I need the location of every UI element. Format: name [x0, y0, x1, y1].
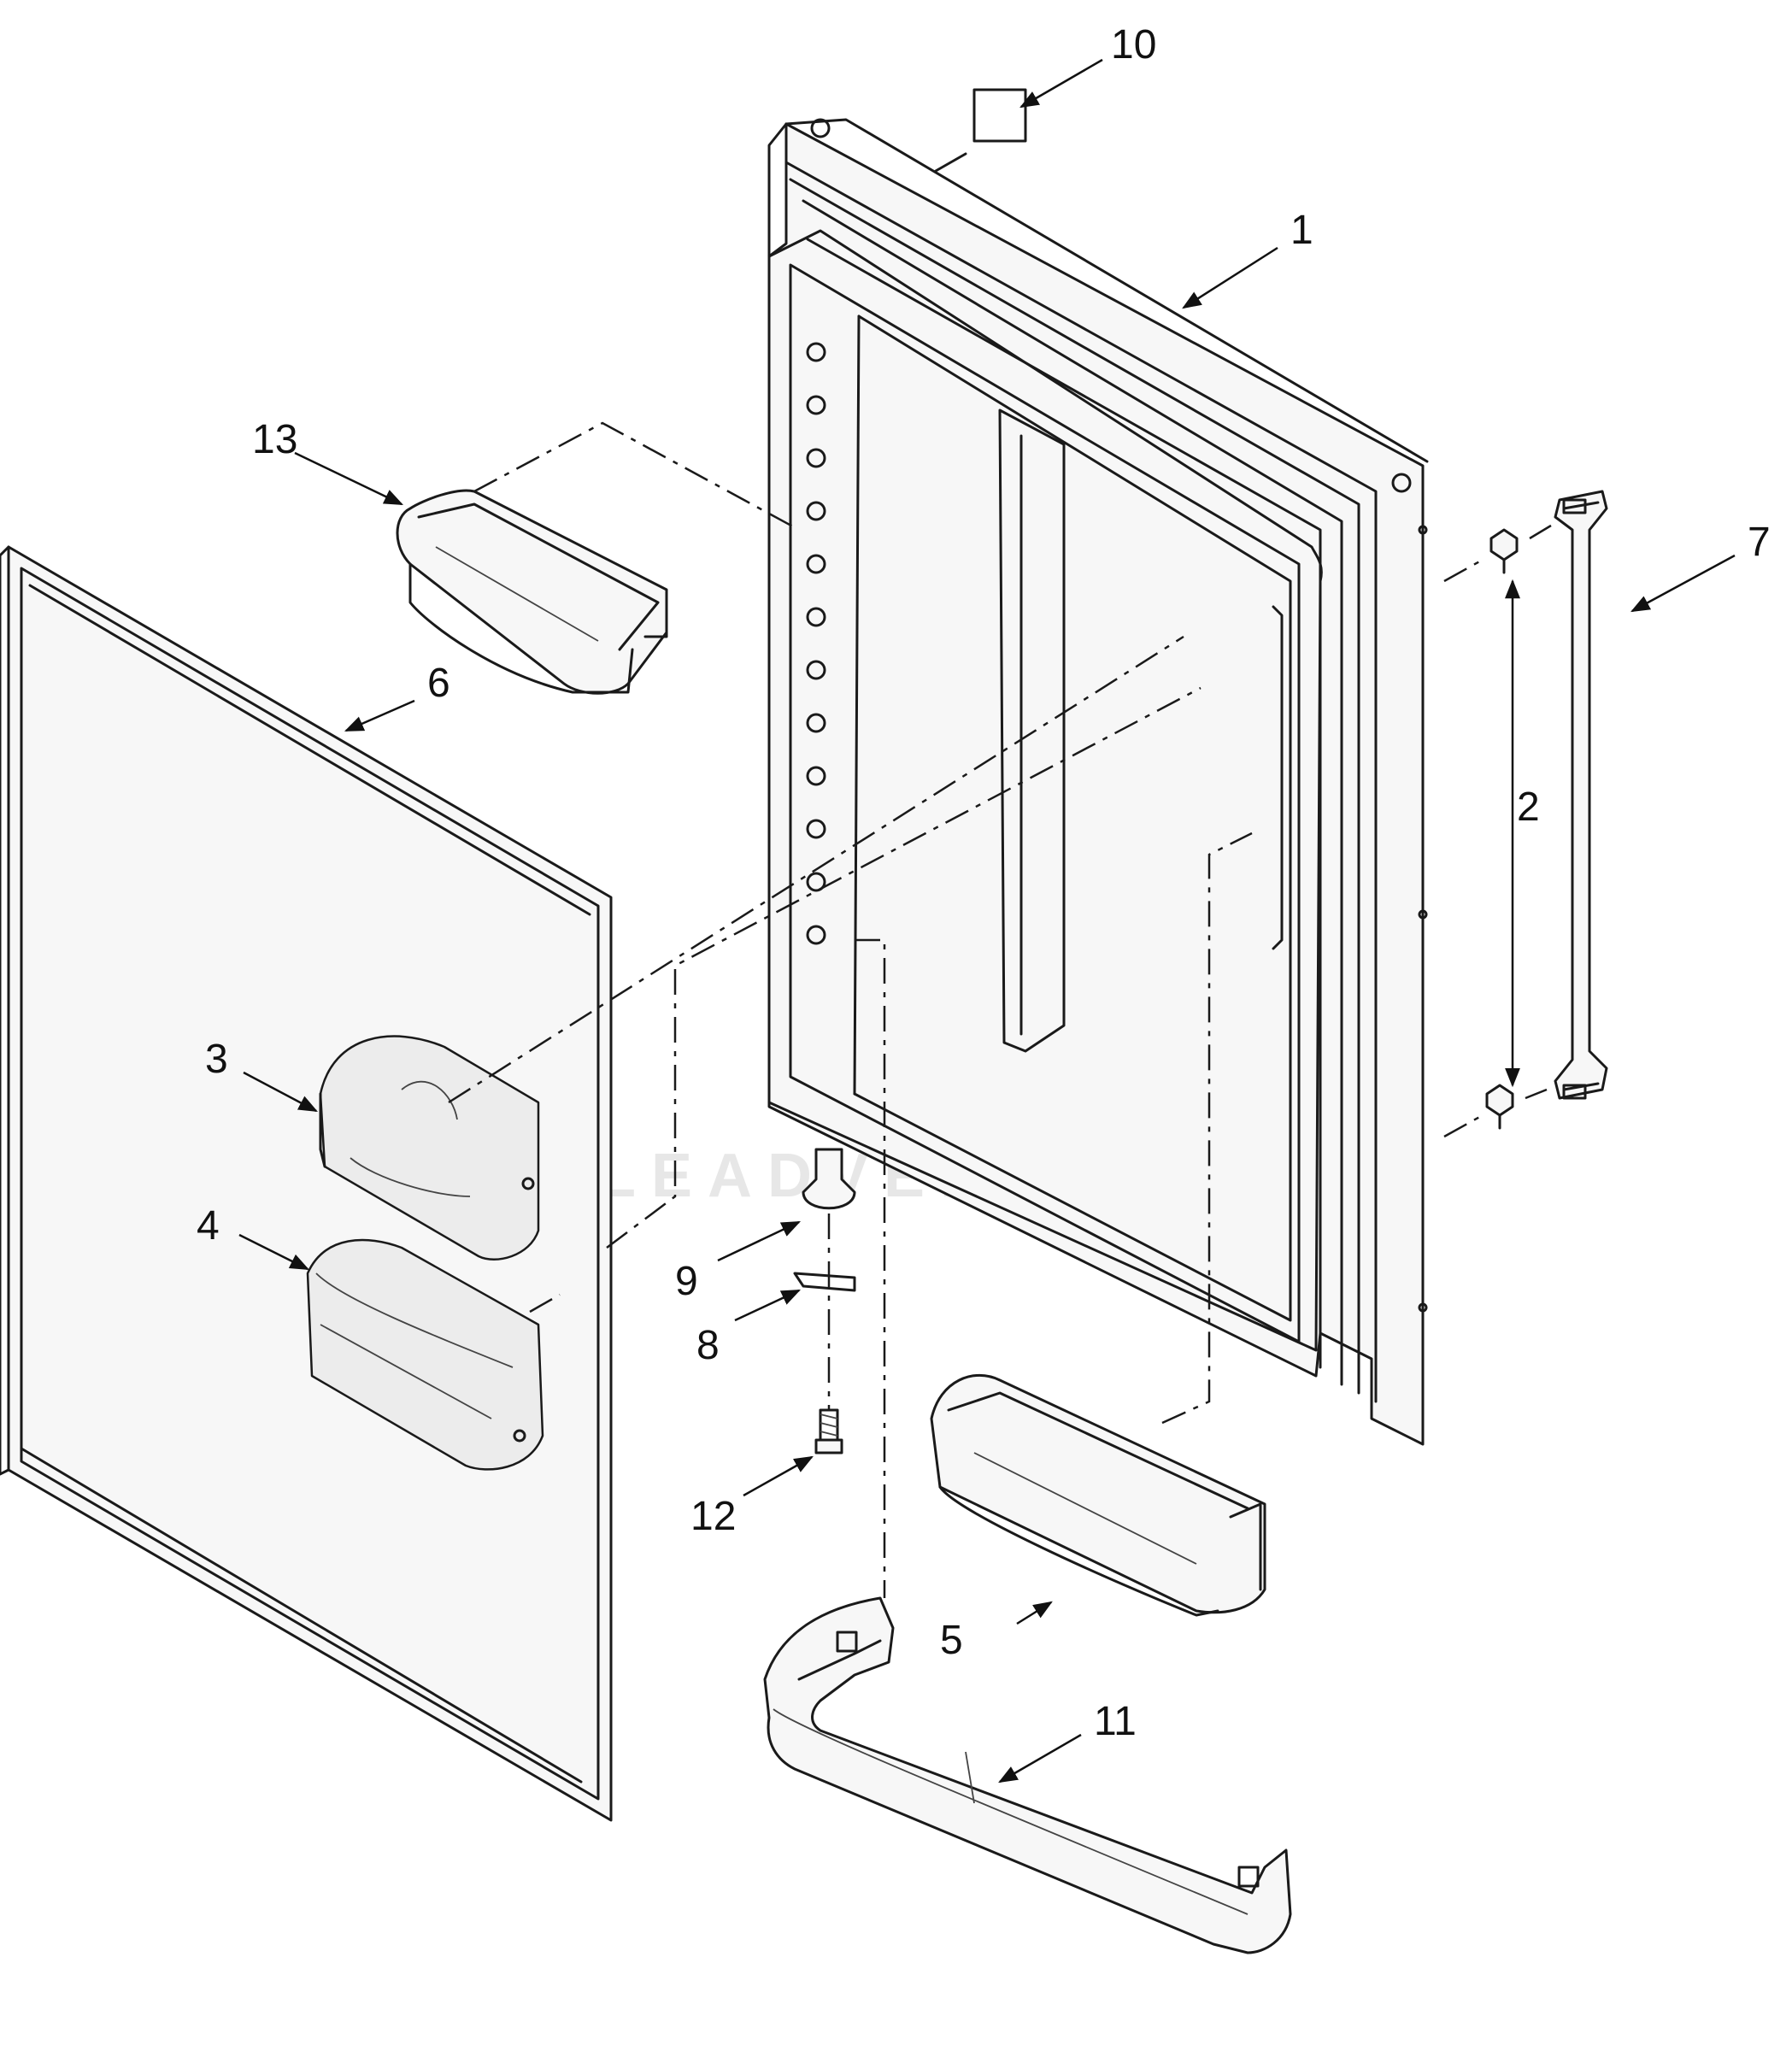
callout-1: 1: [1290, 208, 1313, 253]
cam-part-9: [802, 1148, 856, 1210]
stud-part-2-lower: [1485, 1084, 1514, 1130]
callout-2: 2: [1517, 785, 1540, 830]
label-part-10: [934, 88, 1027, 173]
clip-part-8: [793, 1272, 856, 1292]
door-liner-part-1: [767, 118, 1429, 1446]
callout-11: 11: [1094, 1699, 1137, 1744]
dispenser-housing-part-3: [319, 1035, 540, 1261]
callout-4: 4: [197, 1203, 220, 1249]
callout-3: 3: [205, 1037, 228, 1082]
stud-part-2-upper: [1489, 528, 1519, 574]
lower-bin-part-5: [930, 1373, 1266, 1617]
leader-arrows: [238, 58, 1736, 1784]
callout-9: 9: [675, 1259, 698, 1304]
callout-6: 6: [427, 661, 450, 706]
handle-part-7: [1554, 490, 1608, 1100]
callout-13: 13: [252, 417, 297, 462]
assembly-lines: [448, 421, 1552, 1598]
callout-10: 10: [1111, 22, 1156, 68]
callout-7: 7: [1748, 520, 1771, 565]
door-panel-part-6: [0, 545, 613, 1822]
upper-bin-part-13: [396, 489, 668, 695]
screw-part-12: [814, 1408, 843, 1455]
callout-labels: 10 1 2 7 13 6 3 4 9 8 12 5 11: [197, 22, 1771, 1744]
callout-5: 5: [940, 1618, 963, 1663]
dispenser-housing-part-4: [306, 1238, 544, 1471]
callout-8: 8: [696, 1323, 720, 1368]
shelf-rail-holes: [806, 342, 826, 945]
callout-12: 12: [690, 1494, 736, 1539]
bottom-guard-part-11: [763, 1596, 1292, 1954]
